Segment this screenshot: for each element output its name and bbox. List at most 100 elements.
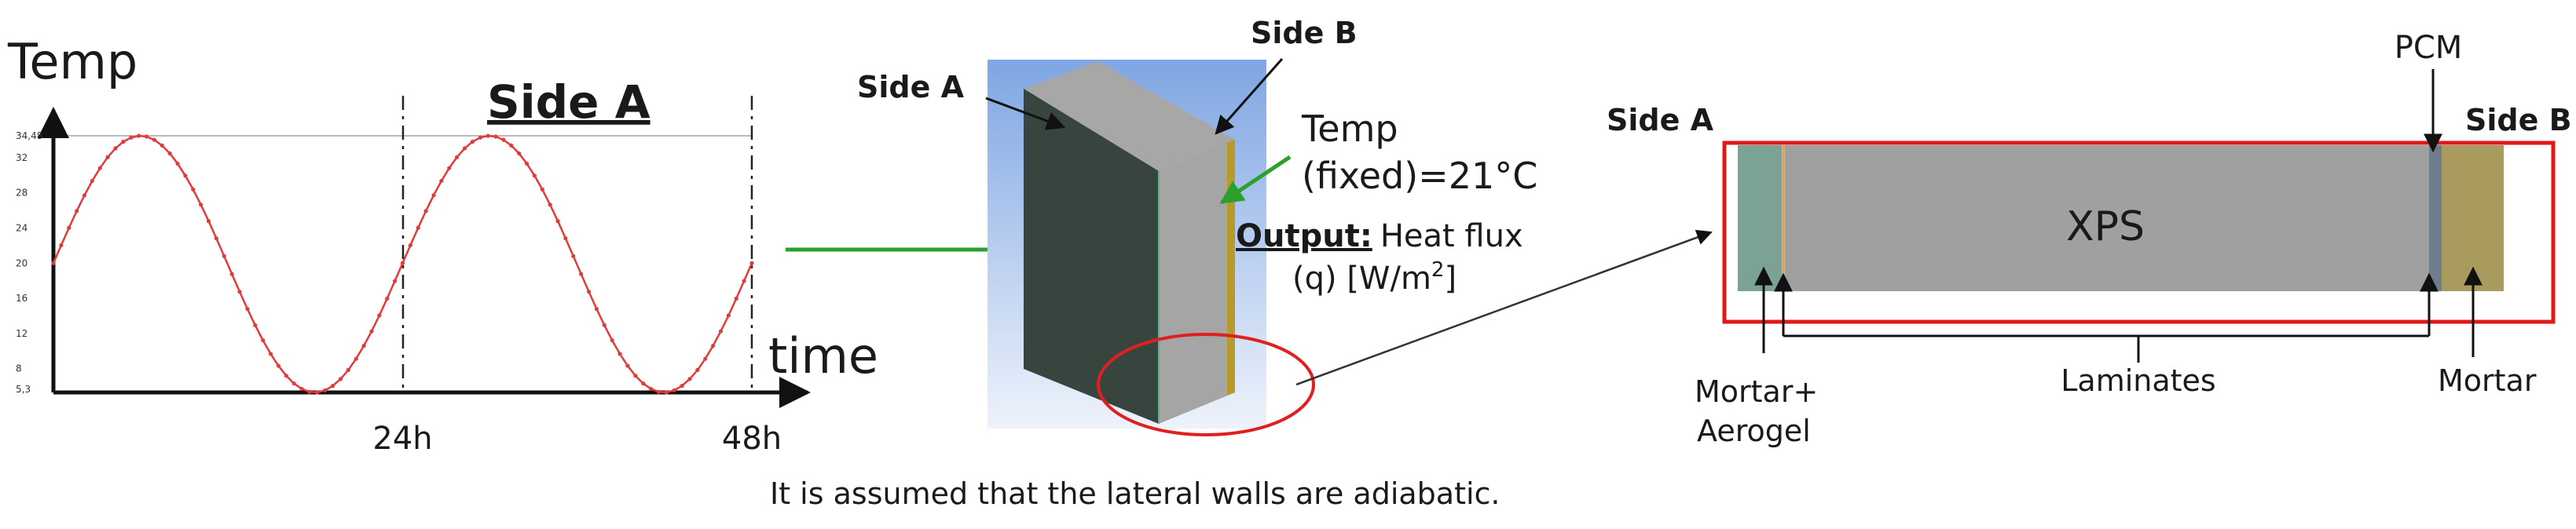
temperature-point (261, 337, 266, 343)
temperature-point (67, 225, 71, 230)
temperature-point (602, 323, 606, 327)
wall-side-b-strip (1227, 140, 1235, 396)
temperature-series-points (51, 133, 754, 395)
laminates-label: Laminates (2061, 363, 2215, 398)
temperature-point (121, 140, 126, 144)
temperature-point (734, 296, 738, 301)
temperature-point (680, 384, 684, 389)
temperature-point (331, 384, 335, 389)
temperature-point (276, 363, 281, 368)
output-line1: Output:Heat flux (1236, 218, 1523, 254)
x-axis-label: time (768, 327, 878, 385)
temperature-point (369, 329, 374, 334)
temperature-point (199, 202, 203, 207)
y-tick-label: 12 (16, 328, 27, 339)
temperature-point (229, 272, 234, 276)
x-tick-labels: 24h 48h (372, 421, 782, 457)
temperature-point (137, 133, 141, 138)
temperature-point (361, 344, 366, 348)
temperature-point (524, 161, 529, 166)
temperature-point (703, 356, 708, 361)
temperature-point (493, 134, 498, 139)
wall-side-b-label: Side B (1251, 16, 1358, 50)
y-tick-label: 32 (16, 152, 27, 163)
x-tick-label: 48h (722, 421, 782, 457)
temperature-point (245, 306, 250, 312)
temperature-point (633, 374, 638, 378)
temperature-point (377, 313, 382, 318)
temperature-point (206, 219, 211, 224)
temperature-point (532, 173, 537, 178)
temperature-point (423, 209, 428, 213)
xps-label: XPS (2066, 203, 2145, 250)
temperature-point (509, 143, 514, 148)
temperature-point (144, 134, 149, 139)
output-unit-sup: 2 (1431, 258, 1445, 282)
temperature-point (416, 225, 420, 230)
layer-pcm (2429, 145, 2442, 291)
temperature-point (447, 166, 452, 170)
y-tick-label: 34,48 (16, 130, 42, 141)
temperature-point (517, 151, 522, 156)
chart-title: Side A (487, 75, 650, 129)
temperature-point (90, 178, 94, 184)
wall-side-a-pointer (985, 97, 1066, 130)
y-axis-label: Temp (7, 33, 137, 90)
temperature-point (237, 290, 242, 294)
temperature-point (656, 389, 661, 394)
output-label: Output: (1236, 218, 1372, 254)
wall-cross-section: XPS Side A Side B PCM Mortar+ Aerogel La… (1607, 30, 2572, 448)
temperature-point (400, 261, 405, 265)
temperature-point (742, 279, 746, 283)
section-side-a-label: Side A (1607, 103, 1714, 137)
temperature-point (323, 388, 328, 392)
wall-3d-view: Side A Side B Temp (fixed)=21°C Output:H… (857, 16, 1537, 436)
y-tick-label: 20 (16, 257, 27, 268)
mortar-label: Mortar (2438, 363, 2537, 398)
pcm-label: PCM (2395, 30, 2463, 66)
temperature-point (586, 290, 592, 294)
temperature-point (548, 202, 552, 207)
temperature-point (105, 155, 110, 159)
temperature-point (672, 388, 676, 392)
temperature-point (291, 381, 296, 386)
temperature-point (152, 137, 157, 142)
section-side-b-label: Side B (2465, 103, 2572, 137)
y-tick-label: 16 (16, 293, 27, 304)
temperature-point (59, 243, 64, 248)
temperature-point (338, 377, 343, 381)
temperature-point (315, 390, 320, 395)
temperature-point (51, 261, 56, 265)
temperature-point (540, 187, 544, 192)
temperature-point (385, 296, 390, 301)
temperature-point (478, 135, 482, 140)
temp-fixed-line2: (fixed)=21°C (1302, 155, 1537, 197)
temperature-point (641, 381, 646, 386)
temperature-point (555, 219, 560, 224)
temperature-point (408, 243, 412, 248)
temperature-point (354, 356, 358, 361)
temperature-point (486, 133, 490, 138)
temperature-point (183, 173, 188, 178)
temperature-point (393, 279, 398, 283)
temperature-point (455, 155, 460, 159)
temperature-point (462, 146, 467, 151)
temperature-point (268, 352, 273, 356)
wall-side-b-pointer (1215, 58, 1284, 135)
caption: It is assumed that the lateral walls are… (770, 476, 1501, 511)
temperature-point (501, 137, 506, 142)
x-tick-label: 24h (372, 421, 432, 457)
temp-fixed-line1: Temp (1301, 108, 1398, 150)
temperature-point (214, 236, 219, 241)
wall-top-face (1024, 61, 1235, 171)
y-tick-label: 24 (16, 222, 27, 233)
temperature-point (307, 389, 312, 394)
temperature-point (687, 377, 692, 381)
mortar-aerogel-line2: Aerogel (1697, 414, 1811, 448)
temperature-point (625, 363, 630, 368)
temperature-point (284, 374, 288, 378)
temperature-point (610, 337, 614, 343)
detail-callout-ellipse (1097, 333, 1315, 436)
